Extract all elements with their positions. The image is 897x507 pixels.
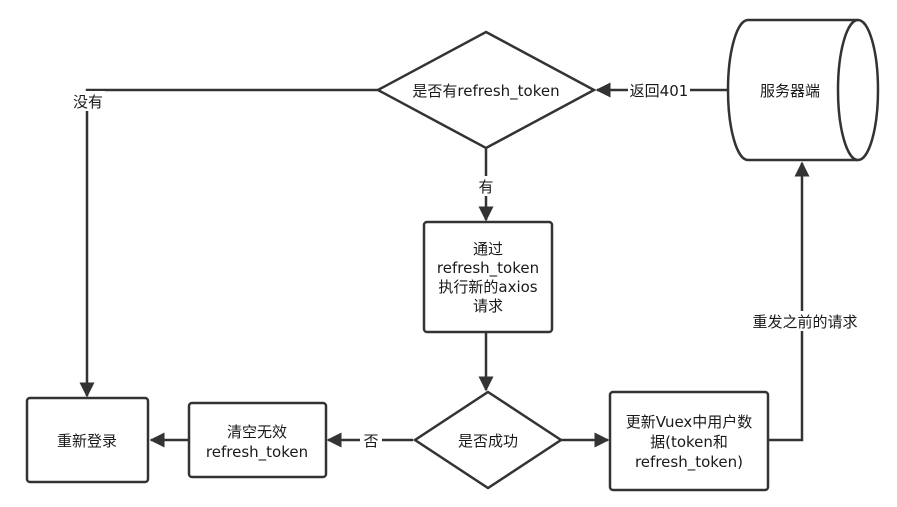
edge-label-resend: 重发之前的请求: [752, 313, 857, 331]
node-relogin: 重新登录: [25, 396, 150, 484]
node-update-vuex-line-3: refresh_token): [635, 453, 743, 472]
node-update-vuex: 更新Vuex中用户数 据(token和 refresh_token): [608, 390, 770, 492]
edge-label-bg: [360, 430, 382, 450]
node-server-label: 服务器端: [760, 82, 820, 100]
node-is-success: 是否成功: [412, 390, 564, 490]
node-is-success-label: 是否成功: [458, 432, 518, 450]
edge-label-has-token: 有: [478, 178, 493, 196]
edge-label-bg: [71, 91, 105, 111]
node-clear-invalid-token: 清空无效 refresh_token: [187, 401, 328, 479]
node-clear-token-line-1: 清空无效: [227, 423, 287, 441]
node-request-line-1: 通过: [473, 240, 503, 258]
node-relogin-label: 重新登录: [57, 432, 117, 450]
node-request-line-4: 请求: [473, 297, 503, 315]
edge-label-bg: [474, 176, 498, 196]
node-request-line-3: 执行新的axios: [438, 278, 537, 296]
edge-resend: [768, 161, 810, 442]
node-request-line-2: refresh_token: [437, 259, 539, 278]
edge-check-no: [79, 88, 378, 398]
node-update-vuex-line-1: 更新Vuex中用户数: [626, 413, 753, 431]
node-update-vuex-line-2: 据(token和: [650, 433, 728, 451]
edge-label-bg: [748, 311, 858, 331]
edge-label-no: 否: [363, 432, 378, 450]
node-clear-token-line-2: refresh_token: [206, 443, 308, 462]
edge-label-no-token: 没有: [73, 93, 103, 111]
node-request-with-refresh-token: 通过 refresh_token 执行新的axios 请求: [422, 220, 554, 334]
node-has-refresh-token-label: 是否有refresh_token: [412, 82, 559, 101]
node-has-refresh-token: 是否有refresh_token: [375, 30, 597, 150]
edge-label-bg: [628, 80, 690, 100]
edge-label-return-401: 返回401: [630, 82, 689, 100]
node-server: 服务器端: [726, 18, 880, 162]
